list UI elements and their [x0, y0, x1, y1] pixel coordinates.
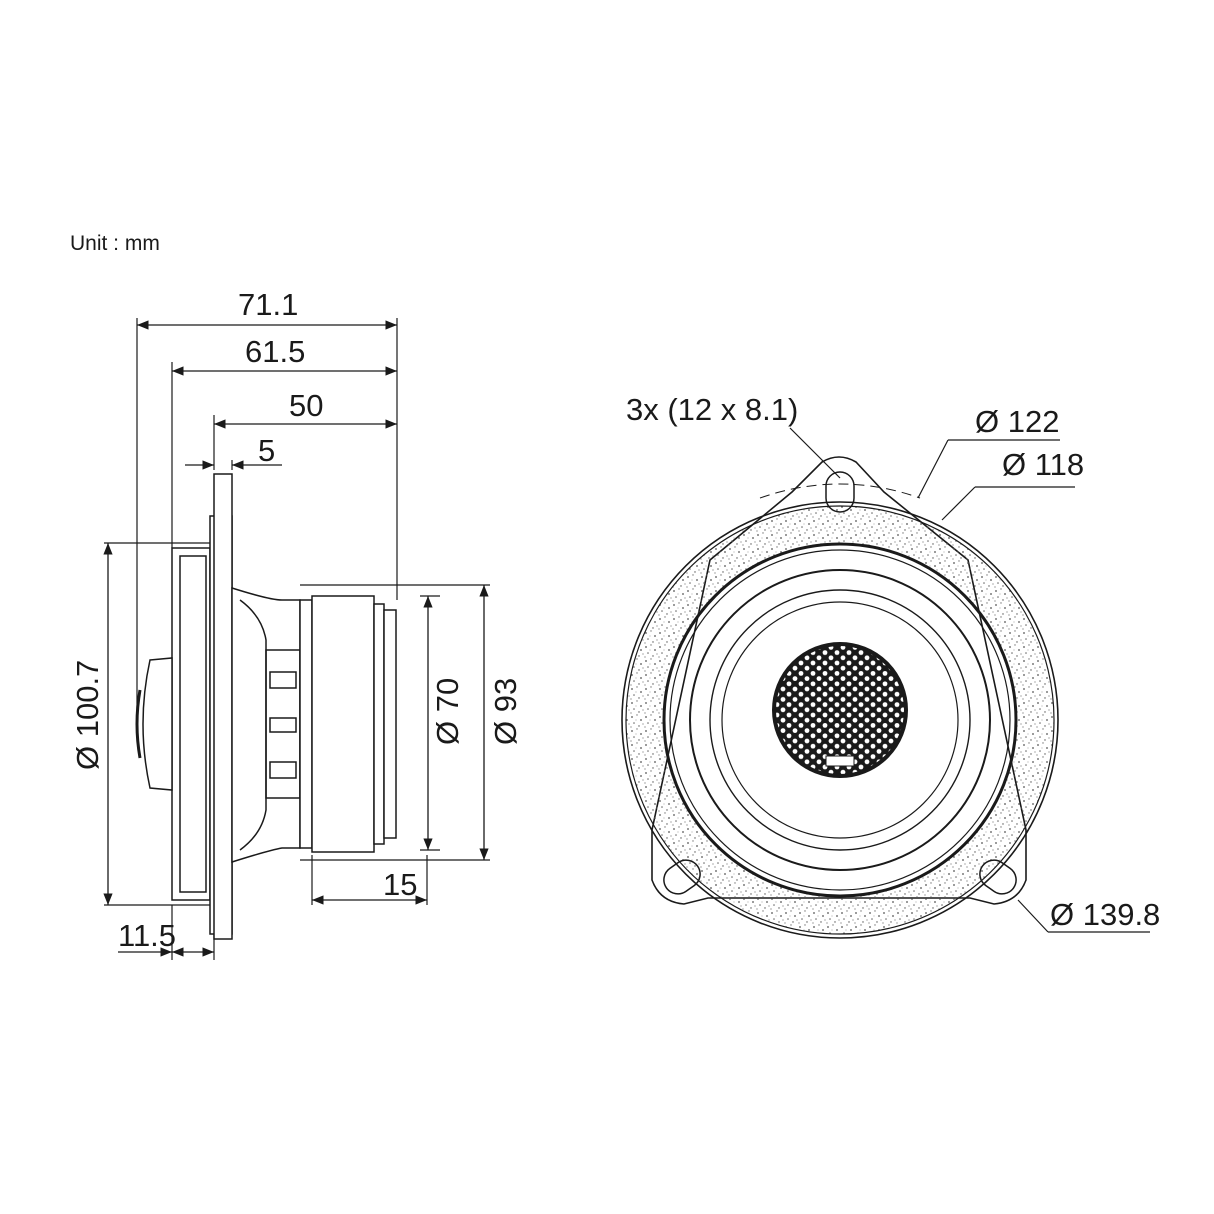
dim-overall-depth: 71.1 — [238, 287, 298, 322]
dimension-lines — [103, 320, 489, 957]
speaker-side-profile — [135, 473, 397, 940]
leader-lines — [789, 427, 1150, 933]
tweeter-grille — [772, 642, 908, 778]
dim-outer-diameter: Ø 139.8 — [1050, 897, 1160, 932]
mounting-hole-right — [979, 859, 1017, 895]
front-view: 3x (12 x 8.1) Ø 122 Ø 118 Ø 139.8 — [621, 392, 1160, 939]
mounting-flange — [651, 456, 1027, 905]
dim-flange: 5 — [258, 433, 275, 468]
bolt-circle — [759, 483, 921, 499]
dim-front-diameter: Ø 100.7 — [70, 660, 105, 770]
dim-depth-3: 50 — [289, 388, 323, 423]
dim-basket-diameter: Ø 93 — [488, 678, 523, 745]
dim-mounting-holes: 3x (12 x 8.1) — [626, 392, 798, 427]
mounting-hole-top — [825, 471, 855, 513]
brand-logo-icon — [825, 755, 855, 767]
dim-cutout-diameter: Ø 118 — [1002, 447, 1084, 482]
unit-label: Unit : mm — [70, 232, 160, 255]
mounting-hole-left — [663, 859, 701, 895]
dim-depth-2: 61.5 — [245, 334, 305, 369]
dim-magnet-diameter: Ø 70 — [430, 678, 465, 745]
dim-bolt-circle: Ø 122 — [975, 404, 1059, 439]
dim-tweeter-protrusion: 11.5 — [118, 918, 176, 953]
side-view: 71.1 61.5 50 5 Ø 100.7 Ø 70 Ø 93 15 11.5 — [70, 287, 523, 960]
dim-magnet-height: 15 — [383, 867, 417, 902]
